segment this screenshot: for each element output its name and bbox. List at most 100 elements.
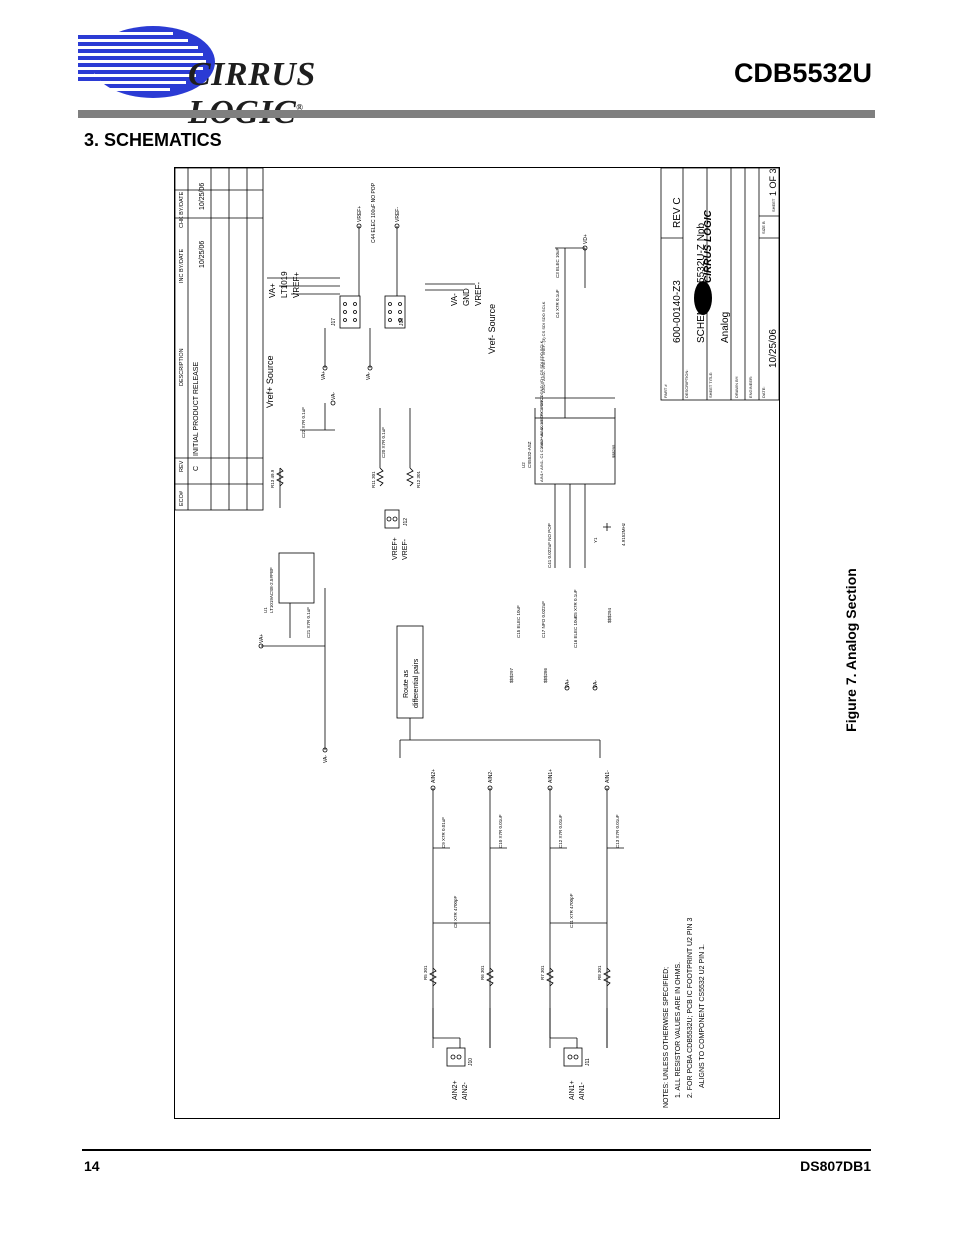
rev-header-inc: INC BY/DATE (179, 249, 185, 283)
va-plus-node: VA+ (321, 371, 327, 380)
c8-label: C8 X7R 4700pF (453, 895, 458, 928)
logo-wordmark: CIRRUS LOGIC® (188, 56, 316, 131)
va-minus-u1: VA- (323, 755, 329, 763)
net-ain2-plus: AIN2+ (431, 769, 437, 783)
c15-label: C15 ELEC 10uF (516, 605, 521, 638)
rev-header-desc: DESCRIPTION (179, 348, 185, 386)
va-minus-top: VA- (450, 293, 459, 306)
revision-table: CHK BY/DATE INC BY/DATE DESCRIPTION REV … (175, 168, 264, 511)
title-block-logo-text: CIRRUS LOGIC (703, 209, 714, 283)
title-block-logo-icon (694, 281, 712, 315)
j11-connector (563, 1047, 583, 1067)
c17-label: C17 NPO 0.022uF (541, 601, 546, 638)
lt1019-label: LT1019 (280, 271, 289, 298)
header-rule (78, 110, 875, 118)
rev-chk-date: 10/25/06 (199, 183, 206, 210)
vref-plus-section: Vref+ Source VA+ LT1019 VREF+ J17 VA+ VR… (265, 182, 377, 408)
vref-minus-top: VREF- (474, 282, 483, 306)
document-code: DS807DB1 (800, 1158, 871, 1174)
rev-header-rev: REV (179, 460, 185, 472)
title-block: PART # 600-00140-Z3 REV C DESCRIPTION: S… (660, 168, 779, 401)
r6-label: R6 301 (480, 965, 485, 980)
u1-ref: U1 (263, 607, 268, 613)
c41-label: C41 0.022uF NO POP (547, 523, 552, 568)
va-plus-top: VA+ (268, 283, 277, 298)
c4-label: C4 X7R 0.1uF (555, 289, 560, 318)
j10-label: J10 (468, 1058, 474, 1066)
vref-plus-net: VREF+ (357, 206, 363, 222)
sheet-label: SHEET (771, 198, 776, 212)
j12-connector (384, 509, 400, 529)
document-title: CDB5532U (733, 58, 872, 88)
y1-label: Y1 (593, 537, 598, 543)
c5-label: C5 X7R 0.1uF (573, 589, 578, 618)
r8-label: R8 301 (597, 965, 602, 980)
u1-regulator: U1 LT1019ACS8-2.5#PBF C21 X7R 0.1uF VA+ … (258, 552, 329, 763)
u1-part: LT1019ACS8-2.5#PBF (269, 567, 274, 613)
c20-label: C20 X7R 0.1uF (381, 427, 386, 458)
analog-inputs: AIN2+ AIN2- AIN1+ AIN1- C9 X7R 0.01uF C1… (423, 769, 624, 1100)
notes-title: NOTES: UNLESS OTHERWISE SPECIFIED; (663, 967, 670, 1108)
net-ain1-minus: AIN1- (605, 770, 611, 783)
rev-letter: C (193, 466, 200, 471)
ain1-plus-label: AIN1+ (569, 1080, 576, 1100)
c44-label: C44 ELEC 100uF NO POP (371, 182, 377, 243)
date-label: DATE: (761, 387, 766, 398)
j12-label: J12 (403, 518, 409, 526)
net-ain2-minus: AIN2- (488, 770, 494, 783)
u1-body (278, 552, 315, 604)
vref-plus-j12: VREF+ (392, 537, 399, 560)
ain2-plus-label: AIN2+ (452, 1080, 459, 1100)
section-heading: 3. SCHEMATICS (84, 130, 222, 150)
va-minus-node: VA- (366, 372, 372, 380)
j11-label: J11 (585, 1058, 591, 1066)
j17-header (339, 295, 361, 329)
engineer-label: ENGINEER: (748, 376, 753, 398)
vref-minus-j12: VREF- (402, 538, 409, 560)
footer-rule (82, 1149, 871, 1151)
figure-caption: Figure 7. Analog Section (843, 568, 859, 732)
cirrus-logo-icon (78, 26, 215, 98)
u2-ref: U2 (521, 462, 526, 468)
c10-label: C10 X7R 0.01uF (498, 814, 503, 848)
sss297-label: $$$297 (509, 667, 514, 683)
c3-label: C3 ELEC 10uF (555, 247, 560, 278)
rev-description: INITIAL PRODUCT RELEASE (193, 362, 200, 456)
r11-label: R11 301 (371, 471, 376, 488)
c9-label: C9 X7R 0.01uF (441, 817, 446, 848)
rev-inc-date: 10/25/06 (199, 241, 206, 268)
rev-value: REV C (672, 197, 683, 228)
net-ain1-plus: AIN1+ (548, 769, 554, 783)
sheet-value: 1 OF 3 (768, 168, 778, 196)
u2-net-right: AIN2+ AIN2- VREF+ VREF- (3) CS SDI SDO S… (541, 301, 546, 393)
vd-plus-label: VD+ (583, 234, 589, 244)
sss286-label: $$$286 (543, 667, 548, 683)
part-label: PART # (663, 384, 668, 398)
sheet-title-label: SHEET TITLE: (708, 372, 713, 398)
r13-label: R13 49.9 (270, 469, 275, 488)
u2-part: CS5532-ASZ (527, 441, 532, 468)
c13-label: C13 X7R 0.01uF (615, 814, 620, 848)
description-label: DESCRIPTION: (684, 370, 689, 398)
crystal-label: 4.9152MHz (621, 522, 626, 546)
va-minus-c22: VA- (331, 392, 337, 400)
rev-header-eco: ECO# (179, 490, 185, 506)
r7-label: R7 301 (540, 965, 545, 980)
u2-pins-left: AIN1+ AIN1- C1 C2 VA+ VA- A0 A1 OSC2 OSC… (539, 395, 544, 482)
drawn-by-label: DRAWN BY: (734, 376, 739, 398)
cirrus-logic-logo: CIRRUS LOGIC® (78, 22, 408, 131)
vref-plus-source-label: Vref+ Source (265, 356, 275, 408)
r12-label: R12 301 (416, 470, 421, 488)
schematic-drawing: CHK BY/DATE INC BY/DATE DESCRIPTION REV … (175, 168, 779, 1108)
va-plus-u1: VA+ (259, 634, 265, 643)
c11-label: C11 X7R 4700pF (569, 893, 574, 928)
c16-label: C16 ELEC 10uF (573, 615, 578, 648)
vref-minus-section: Vref- Source VA- GND VREF- J18 VA- VREF- (366, 207, 497, 380)
schematic-figure: CHK BY/DATE INC BY/DATE DESCRIPTION REV … (174, 167, 780, 1119)
u2-body (534, 417, 616, 485)
u2-adc: U2 CS5532-ASZ AIN2+ AIN2- VREF+ VREF- DG… (509, 234, 626, 691)
ain2-minus-label: AIN2- (462, 1081, 469, 1100)
notes-line-2: 2. FOR PCBA CDB5532U; PCB IC FOOTPRINT U… (687, 918, 694, 1098)
vref-plus-top: VREF+ (292, 272, 301, 298)
va-plus-u2: VA+ (565, 679, 571, 688)
